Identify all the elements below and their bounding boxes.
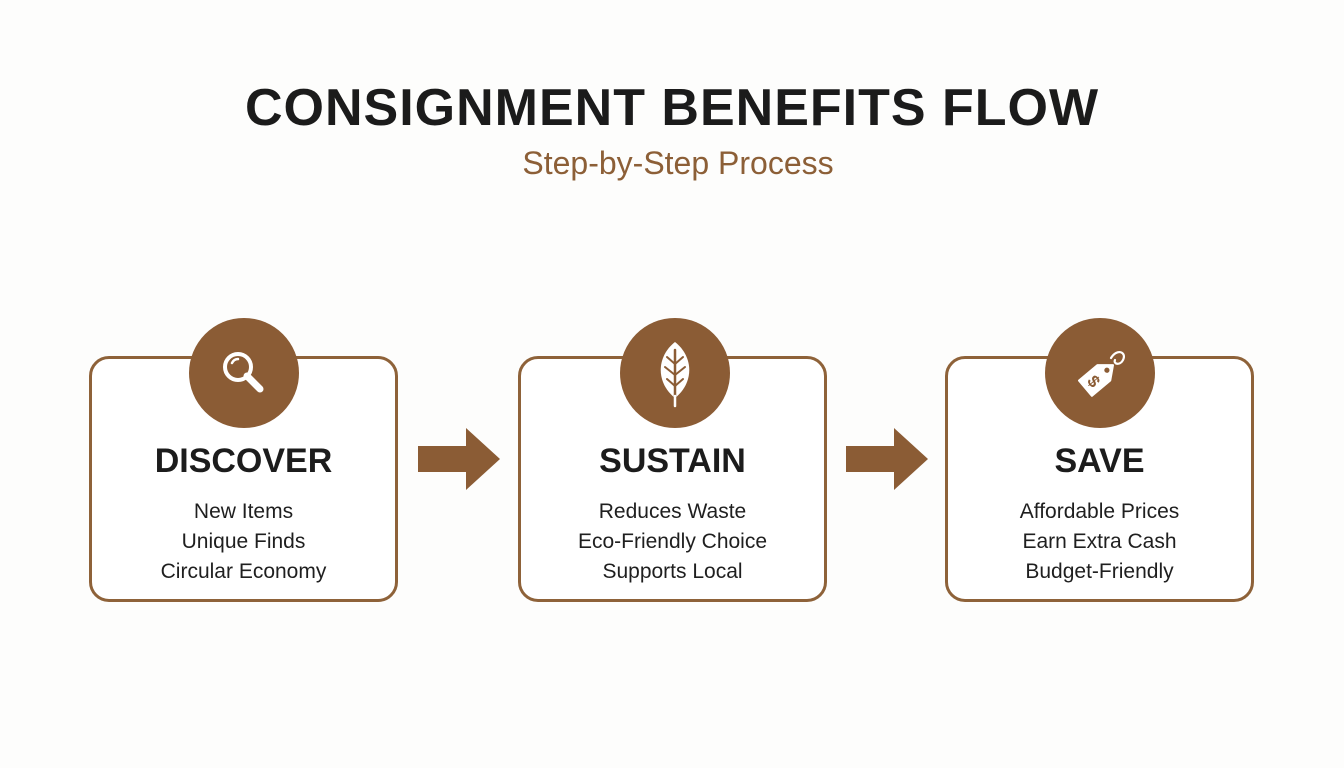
benefit-line: Affordable Prices	[1019, 500, 1180, 523]
benefit-line: Unique Finds	[181, 530, 306, 553]
step-benefits: New Items Unique Finds Circular Economy	[92, 497, 395, 587]
magnifier-icon	[189, 318, 299, 428]
arrow-right-icon	[418, 428, 500, 490]
step-title: SAVE	[1054, 442, 1145, 480]
benefit-line: Eco-Friendly Choice	[577, 530, 768, 553]
arrow-right-icon	[846, 428, 928, 490]
benefit-line: Reduces Waste	[598, 500, 747, 523]
leaf-icon	[620, 318, 730, 428]
page-subtitle: Step-by-Step Process	[522, 145, 834, 181]
benefit-line: New Items	[193, 500, 294, 523]
price-tag-icon: $	[1045, 318, 1155, 428]
step-benefits: Affordable Prices Earn Extra Cash Budget…	[948, 497, 1251, 587]
step-benefits: Reduces Waste Eco-Friendly Choice Suppor…	[521, 497, 824, 587]
benefit-line: Budget-Friendly	[1025, 560, 1174, 583]
benefit-line: Earn Extra Cash	[1022, 530, 1177, 553]
step-card-save: SAVE Affordable Prices Earn Extra Cash B…	[945, 356, 1254, 602]
benefit-line: Supports Local	[602, 560, 743, 583]
benefit-line: Circular Economy	[160, 560, 327, 583]
page-title: CONSIGNMENT BENEFITS FLOW	[244, 79, 1100, 137]
step-title: DISCOVER	[154, 442, 333, 480]
step-title: SUSTAIN	[599, 442, 746, 480]
